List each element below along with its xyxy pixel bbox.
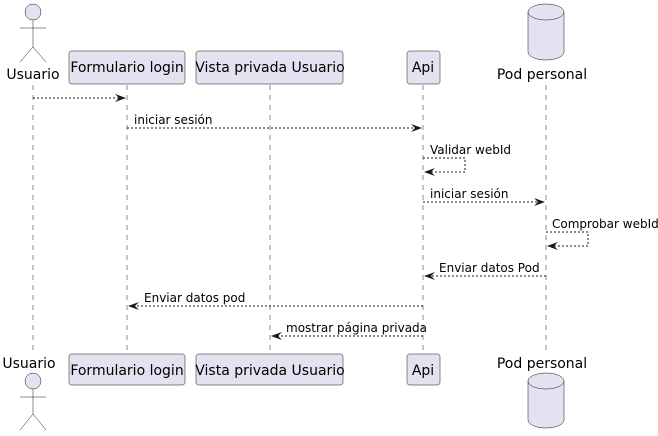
database-cylinder-icon	[527, 372, 565, 429]
arrowhead	[547, 242, 558, 250]
participant-api-top[interactable]: Api	[406, 50, 441, 85]
participant-formulario-label-top: Formulario login	[70, 60, 183, 76]
database-cylinder-icon	[527, 3, 565, 61]
participant-vista-label-top: Vista privada Usuario	[195, 60, 345, 76]
message-label-iniciar-sesion-2: iniciar sesión	[430, 187, 508, 201]
arrowhead	[411, 124, 422, 132]
database-pod-label-top: Pod personal	[497, 67, 587, 83]
message-label-enviar-datos-pod-lower: Enviar datos pod	[144, 291, 245, 305]
messages: iniciar sesión Validar webId iniciar ses…	[33, 94, 658, 340]
arrowhead	[115, 94, 126, 102]
message-label-comprobar-webid: Comprobar webId	[552, 217, 658, 231]
participant-formulario-top[interactable]: Formulario login	[68, 50, 186, 85]
message-label-iniciar-sesion-1: iniciar sesión	[134, 113, 212, 127]
message-7: Enviar datos pod	[128, 291, 423, 310]
stick-figure-icon	[19, 372, 47, 431]
arrowhead	[534, 198, 545, 206]
arrowhead	[424, 168, 435, 176]
arrowhead	[128, 302, 139, 310]
actor-usuario-label-top: Usuario	[6, 67, 59, 83]
database-pod-top[interactable]: Pod personal	[497, 3, 587, 83]
participant-formulario-label-bottom: Formulario login	[70, 363, 183, 379]
message-1	[33, 94, 126, 102]
message-2: iniciar sesión	[127, 113, 422, 132]
message-6: Enviar datos Pod	[424, 261, 546, 280]
participant-vista-label-bottom: Vista privada Usuario	[195, 363, 345, 379]
arrowhead	[271, 332, 282, 340]
participant-vista-bottom[interactable]: Vista privada Usuario	[195, 353, 345, 386]
message-label-validar-webid: Validar webId	[430, 143, 511, 157]
message-4: iniciar sesión	[423, 187, 545, 206]
stick-figure-icon	[19, 3, 47, 63]
actor-usuario-label-bottom: Usuario	[2, 356, 55, 372]
message-label-enviar-datos-pod: Enviar datos Pod	[439, 261, 540, 275]
message-5: Comprobar webId	[546, 217, 658, 250]
database-pod-label-bottom: Pod personal	[497, 356, 587, 372]
participant-vista-top[interactable]: Vista privada Usuario	[195, 50, 345, 85]
message-3: Validar webId	[423, 143, 511, 176]
arrowhead	[424, 272, 435, 280]
message-label-mostrar-pagina-privada: mostrar página privada	[286, 321, 427, 335]
actor-usuario-top[interactable]: Usuario	[6, 3, 60, 83]
participant-api-label-top: Api	[412, 60, 434, 76]
actor-usuario-bottom[interactable]: Usuario	[2, 356, 56, 431]
lifelines	[32, 85, 547, 354]
participant-api-label-bottom: Api	[412, 363, 434, 379]
participant-api-bottom[interactable]: Api	[406, 353, 441, 386]
database-pod-bottom[interactable]: Pod personal	[497, 356, 587, 429]
participant-formulario-bottom[interactable]: Formulario login	[68, 353, 186, 386]
message-8: mostrar página privada	[271, 321, 427, 340]
